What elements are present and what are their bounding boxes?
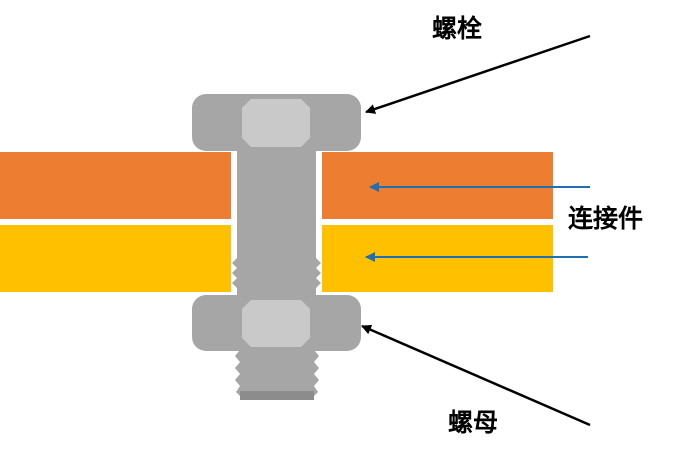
connector-plate-top: [0, 152, 553, 219]
connector-plate-bottom: [0, 225, 553, 292]
connector-label: 连接件: [568, 204, 644, 233]
bolt-pointer-arrow: [365, 34, 591, 114]
nut-pointer-arrow: [361, 324, 591, 427]
bolt-label: 螺栓: [432, 14, 483, 43]
bolt-shank: [232, 150, 321, 400]
nut: [192, 295, 361, 351]
nut-label: 螺母: [448, 408, 499, 437]
bolt-head: [192, 94, 361, 151]
